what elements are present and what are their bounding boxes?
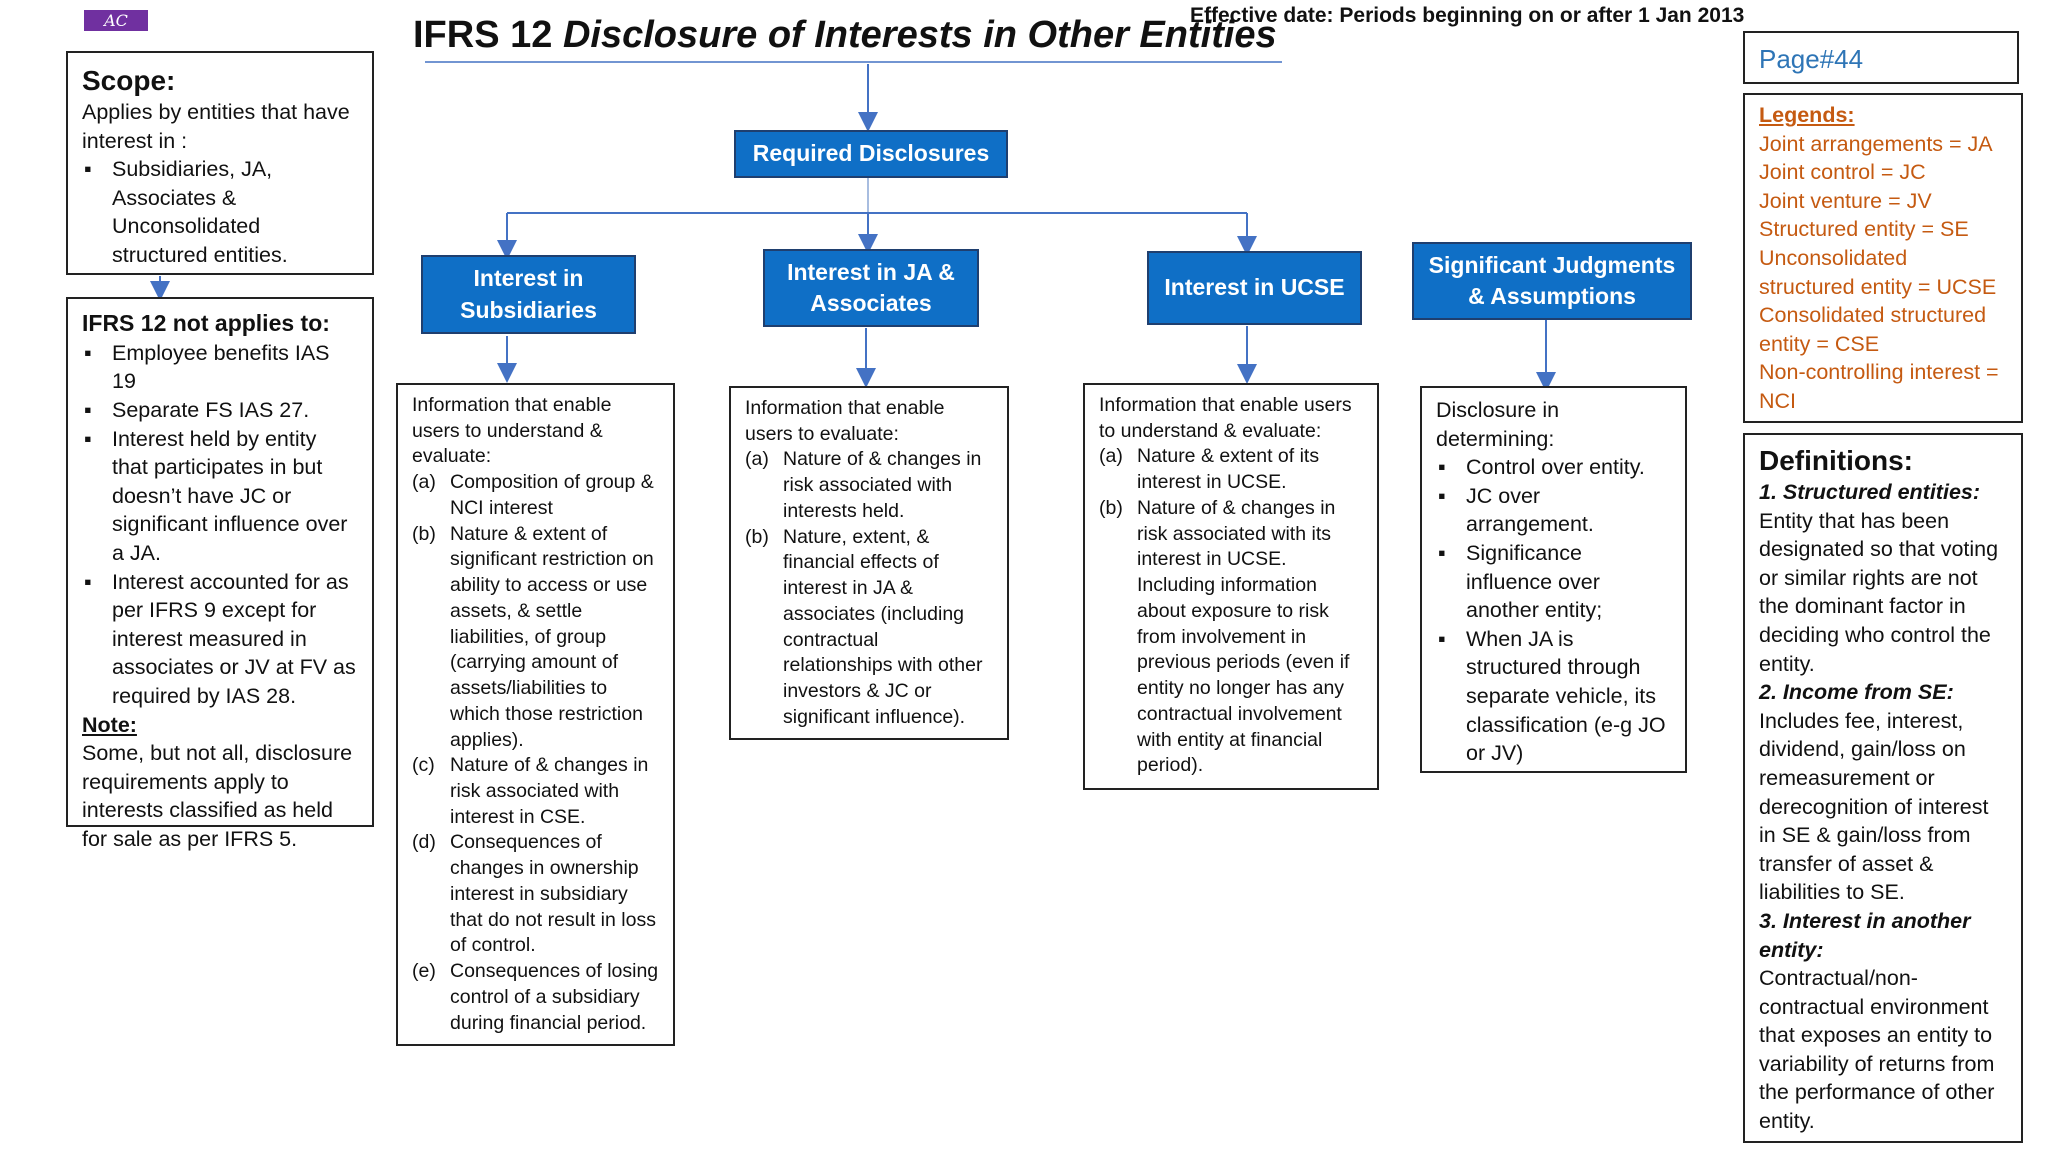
legend-item: Joint arrangements = JA — [1759, 131, 1993, 156]
not-applies-item: Interest held by entity that participate… — [82, 425, 358, 568]
list-item: (b)Nature of & changes in risk associate… — [1099, 496, 1350, 777]
list-item: (b)Nature & extent of significant restri… — [412, 522, 654, 751]
legend-item: Unconsolidated structured entity = UCSE — [1759, 245, 1997, 299]
category-judgments: Significant Judgments & Assumptions — [1412, 242, 1692, 320]
legends-box: Legends: Joint arrangements = JA Joint c… — [1743, 93, 2023, 423]
scope-item: Subsidiaries, JA, Associates & Unconsoli… — [82, 155, 358, 269]
page-number-box: Page#44 — [1743, 31, 2019, 84]
not-applies-box: IFRS 12 not applies to: Employee benefit… — [66, 297, 374, 851]
category-ucse: Interest in UCSE — [1147, 251, 1362, 325]
not-applies-item: Separate FS IAS 27. — [82, 396, 358, 425]
judgments-intro: Disclosure in determining: — [1436, 398, 1560, 451]
definition-text: Includes fee, interest, dividend, gain/l… — [1759, 708, 1989, 905]
judgments-detail-box: Disclosure in determining: Control over … — [1420, 386, 1687, 773]
definitions-box: Definitions: 1. Structured entities: Ent… — [1743, 433, 2023, 1143]
list-item: (b)Nature, extent, & financial effects o… — [745, 525, 983, 728]
scope-intro: Applies by entities that have interest i… — [82, 100, 350, 153]
ucse-detail-box: Information that enable users to underst… — [1083, 383, 1379, 790]
list-item: (a)Nature & extent of its interest in UC… — [1099, 445, 1320, 494]
subsidiaries-detail-box: Information that enable users to underst… — [396, 383, 675, 1046]
list-item: (a)Composition of group & NCI interest — [412, 471, 654, 519]
subsidiaries-intro: Information that enable users to underst… — [412, 394, 612, 468]
legend-item: Structured entity = SE — [1759, 217, 1969, 242]
definition-term: 1. Structured entities: — [1759, 480, 1981, 504]
definition-term: 3. Interest in another entity: — [1759, 908, 1971, 962]
legends-heading: Legends: — [1759, 103, 1855, 127]
scope-box: Scope: Applies by entities that have int… — [66, 51, 374, 275]
page-title: IFRS 12 Disclosure of Interests in Other… — [413, 14, 1277, 57]
title-prefix: IFRS 12 — [413, 14, 563, 56]
note-text: Some, but not all, disclosure requiremen… — [82, 741, 353, 851]
scope-list: Subsidiaries, JA, Associates & Unconsoli… — [82, 155, 358, 269]
legend-item: Consolidated structured entity = CSE — [1759, 303, 1987, 356]
list-item: Significance influence over another enti… — [1436, 539, 1671, 625]
logo-text: AC — [104, 11, 128, 30]
list-item: (a)Nature of & changes in risk associate… — [745, 448, 982, 522]
not-applies-item: Employee benefits IAS 19 — [82, 339, 358, 396]
ja-detail-box: Information that enable users to evaluat… — [729, 386, 1009, 740]
category-subsidiaries: Interest in Subsidiaries — [421, 255, 636, 334]
category-ja-associates: Interest in JA & Associates — [763, 249, 979, 327]
judgments-list: Control over entity. JC over arrangement… — [1436, 453, 1671, 768]
list-item: (d)Consequences of changes in ownership … — [412, 831, 656, 957]
list-item: When JA is structured through separate v… — [1436, 625, 1671, 768]
legend-item: Joint venture = JV — [1759, 188, 1932, 213]
definitions-heading: Definitions: — [1759, 445, 1913, 476]
ucse-list: (a)Nature & extent of its interest in UC… — [1099, 444, 1363, 779]
definition-term: 2. Income from SE: — [1759, 680, 1954, 705]
legend-item: Non-controlling interest = NCI — [1759, 360, 1999, 413]
scope-heading: Scope: — [82, 65, 176, 96]
title-italic: Disclosure of Interests in Other Entitie… — [562, 14, 1277, 56]
definition-text: Entity that has been designated so that … — [1759, 508, 1999, 676]
effective-date: Effective date: Periods beginning on or … — [1190, 4, 1745, 27]
not-applies-heading: IFRS 12 not applies to: — [82, 310, 330, 336]
ja-list: (a)Nature of & changes in risk associate… — [745, 447, 993, 730]
page-number: Page#44 — [1759, 44, 1864, 74]
required-disclosures-box: Required Disclosures — [734, 130, 1008, 178]
ucse-intro: Information that enable users to underst… — [1099, 394, 1352, 442]
logo: AC — [84, 10, 148, 31]
list-item: JC over arrangement. — [1436, 482, 1671, 539]
list-item: (c)Nature of & changes in risk associate… — [412, 754, 649, 828]
definition-text: Contractual/non-contractual environment … — [1759, 966, 1995, 1134]
list-item: (e)Consequences of losing control of a s… — [412, 960, 659, 1034]
not-applies-list: Employee benefits IAS 19 Separate FS IAS… — [82, 339, 358, 711]
not-applies-item: Interest accounted for as per IFRS 9 exc… — [82, 568, 358, 711]
list-item: Control over entity. — [1436, 453, 1671, 482]
legend-item: Joint control = JC — [1759, 160, 1926, 185]
note-label: Note: — [82, 712, 137, 737]
subsidiaries-list: (a)Composition of group & NCI interest (… — [412, 470, 659, 1036]
ja-intro: Information that enable users to evaluat… — [745, 397, 945, 445]
